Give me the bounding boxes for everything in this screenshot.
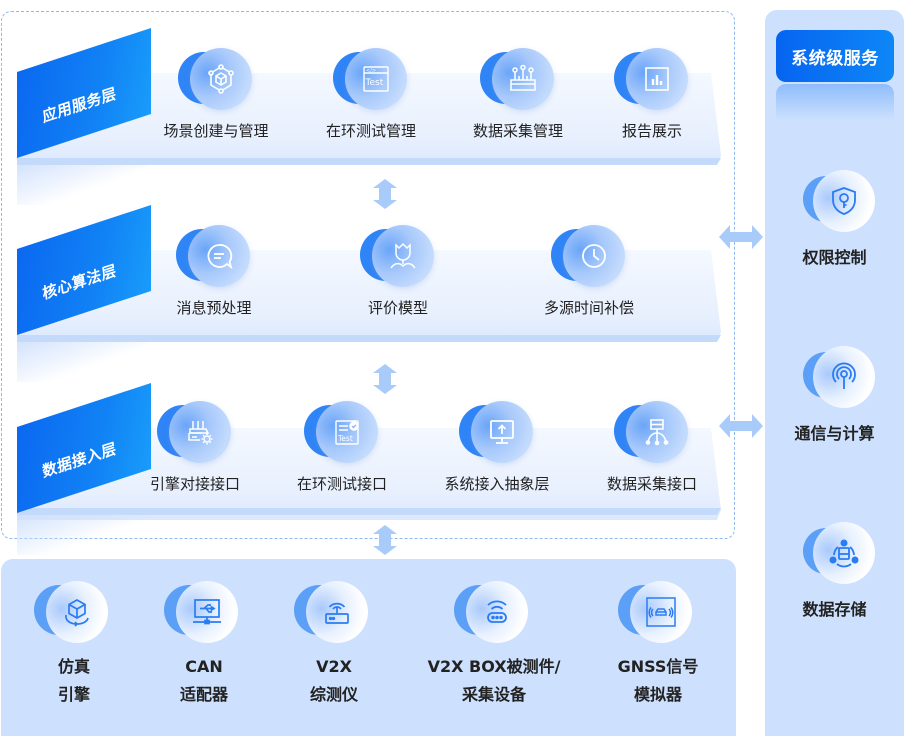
module-label: 报告展示 — [621, 122, 682, 140]
chat-bubble-icon — [204, 241, 234, 271]
layer-band-edge — [17, 158, 721, 165]
shield-key-icon — [830, 186, 858, 216]
test-code-window-icon: </> Test — [361, 64, 391, 94]
module-engine-interface[interactable]: 引擎对接接口 — [135, 401, 255, 494]
device-label: V2X BOX被测件/ 采集设备 — [427, 657, 561, 704]
module-label: 消息预处理 — [176, 299, 252, 317]
module-hil-test-management[interactable]: </> Test 在环测试管理 — [311, 48, 431, 141]
vertical-double-arrow — [372, 525, 398, 555]
usb-monitor-icon — [190, 597, 224, 627]
module-system-abstraction-layer[interactable]: 系统接入抽象层 — [437, 401, 557, 494]
svg-text:Test: Test — [337, 434, 353, 443]
layer-application-service: 应用服务层 场景创建与管理 — [17, 28, 727, 205]
module-scene-management[interactable]: 场景创建与管理 — [156, 48, 276, 141]
tulip-icon — [387, 240, 419, 272]
bar-chart-icon — [643, 65, 671, 93]
system-services-panel: 系统级服务 权限控制 — [765, 10, 904, 736]
layer-core-algorithm: 核心算法层 消息预处理 — [17, 205, 727, 382]
device-v2x-box[interactable]: V2X BOX被测件/ 采集设备 — [409, 581, 579, 709]
module-label: 数据采集接口 — [606, 475, 697, 493]
module-label: 多源时间补偿 — [543, 299, 634, 317]
svg-text:</>: </> — [366, 68, 376, 74]
main-architecture-frame — [1, 11, 735, 539]
devices-panel: 仿真 引擎 CAN 适配器 — [1, 559, 736, 736]
device-v2x-tester[interactable]: V2X 综测仪 — [249, 581, 419, 709]
title-reflection — [776, 84, 894, 120]
service-label: 权限控制 — [802, 248, 867, 267]
device-can-adapter[interactable]: CAN 适配器 — [119, 581, 289, 709]
module-data-collection-interface[interactable]: 数据采集接口 — [592, 401, 712, 494]
device-label: 仿真 引擎 — [57, 657, 90, 704]
car-signal-icon — [645, 596, 677, 628]
service-label: 通信与计算 — [794, 424, 875, 443]
wireless-box-icon — [482, 597, 512, 627]
rotating-cube-icon — [62, 597, 92, 627]
wifi-router-icon — [322, 597, 352, 627]
system-services-title: 系统级服务 — [776, 30, 894, 82]
device-simulation-engine[interactable]: 仿真 引擎 — [0, 581, 159, 709]
module-label: 系统接入抽象层 — [444, 475, 550, 493]
data-storage-icon — [828, 538, 860, 568]
module-hil-test-interface[interactable]: Test 在环测试接口 — [282, 401, 402, 494]
vertical-double-arrow — [372, 364, 398, 394]
module-evaluation-model[interactable]: 评价模型 — [338, 225, 458, 318]
service-label: 数据存储 — [802, 600, 867, 619]
test-checklist-icon: Test — [332, 417, 362, 447]
module-label: 场景创建与管理 — [163, 122, 269, 140]
device-label: CAN 适配器 — [179, 657, 228, 704]
horizontal-double-arrow — [719, 413, 763, 439]
clock-icon — [579, 241, 609, 271]
module-data-collection-management[interactable]: 数据采集管理 — [458, 48, 578, 141]
layer-data-access: 数据接入层 引擎对接接口 — [17, 383, 727, 555]
layer-band-edge — [17, 508, 721, 515]
router-gear-icon — [185, 417, 215, 447]
module-report-display[interactable]: 报告展示 — [592, 48, 712, 141]
layer-fade — [17, 342, 147, 382]
monitor-upload-icon — [487, 417, 517, 447]
module-label: 评价模型 — [367, 299, 428, 317]
service-access-control[interactable]: 权限控制 — [765, 170, 904, 268]
layer-fade — [17, 515, 147, 555]
layer-fade — [17, 165, 147, 205]
module-label: 在环测试接口 — [296, 475, 387, 493]
module-label: 引擎对接接口 — [149, 475, 240, 493]
device-label: GNSS信号 模拟器 — [617, 657, 699, 704]
signal-tower-icon — [829, 362, 859, 392]
horizontal-double-arrow — [719, 224, 763, 250]
module-multisource-time-compensation[interactable]: 多源时间补偿 — [529, 225, 649, 318]
device-label: V2X 综测仪 — [309, 657, 358, 704]
layer-band-edge — [17, 335, 721, 342]
device-gnss-simulator[interactable]: GNSS信号 模拟器 — [573, 581, 743, 709]
svg-text:Test: Test — [365, 78, 384, 88]
vertical-double-arrow — [372, 179, 398, 209]
network-node-icon — [642, 417, 672, 447]
module-message-preprocessing[interactable]: 消息预处理 — [154, 225, 274, 318]
module-label: 在环测试管理 — [325, 122, 416, 140]
service-data-storage[interactable]: 数据存储 — [765, 522, 904, 620]
service-communication-computing[interactable]: 通信与计算 — [765, 346, 904, 444]
data-collection-box-icon — [507, 64, 539, 94]
cube-network-icon — [206, 64, 236, 94]
module-label: 数据采集管理 — [472, 122, 563, 140]
